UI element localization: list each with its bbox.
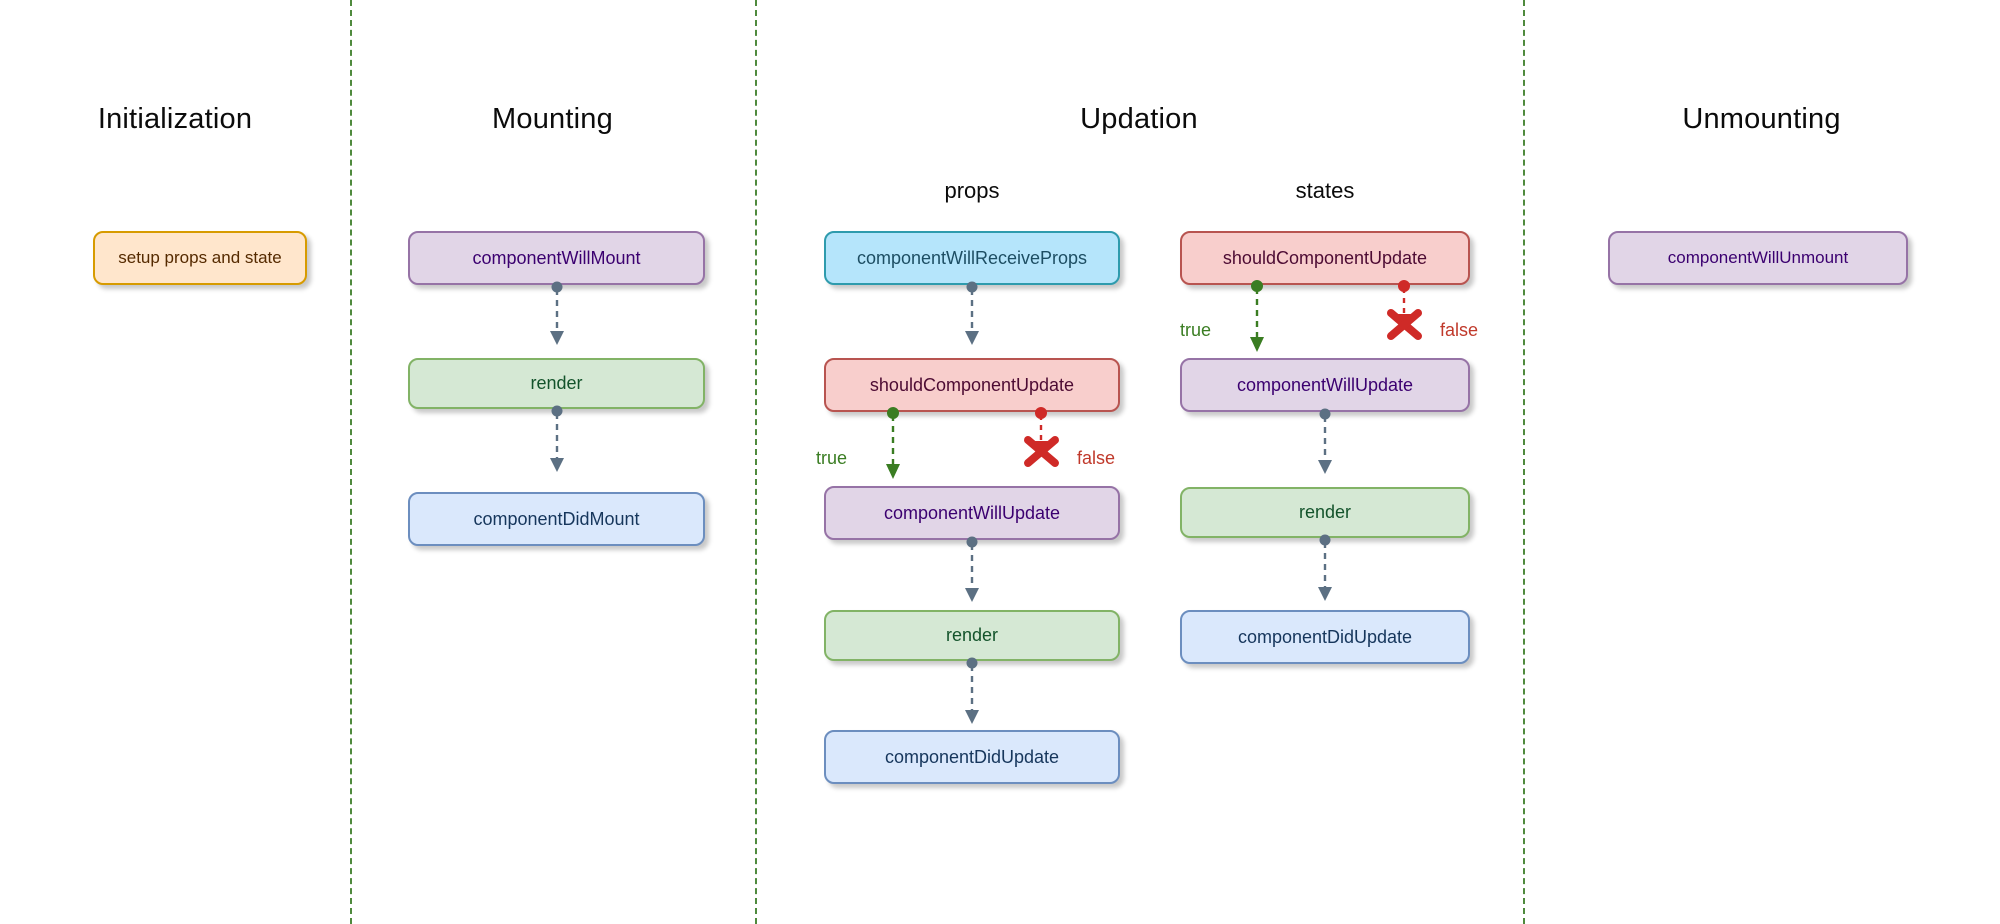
connector-states-true-branch (1240, 280, 1274, 358)
connector-states-will-update-to-render (1304, 408, 1346, 478)
branch-label-props-false: false (1077, 448, 1116, 468)
connector-render-to-did-mount (536, 405, 578, 477)
connector-states-false-branch (1384, 280, 1440, 350)
divider-mounting-updation (755, 0, 757, 924)
divider-initialization-mounting (350, 0, 352, 924)
section-title-unmounting: Unmounting (1682, 103, 1841, 135)
section-title-initialization: Initialization (97, 103, 253, 135)
node-component-will-receive-props[interactable]: componentWillReceiveProps (824, 231, 1120, 285)
node-component-did-mount[interactable]: componentDidMount (408, 492, 705, 546)
section-title-mounting: Mounting (492, 103, 613, 135)
subsection-title-states: states (1295, 178, 1355, 203)
subsection-title-props: props (944, 178, 1000, 203)
divider-updation-unmounting (1523, 0, 1525, 924)
node-component-will-update-states[interactable]: componentWillUpdate (1180, 358, 1470, 412)
node-render-props[interactable]: render (824, 610, 1120, 661)
connector-props-false-branch (1021, 407, 1077, 477)
node-component-will-update-props[interactable]: componentWillUpdate (824, 486, 1120, 540)
node-render-mounting[interactable]: render (408, 358, 705, 409)
connector-will-receive-props-to-should-update (951, 281, 993, 349)
node-setup-props-and-state[interactable]: setup props and state (93, 231, 307, 285)
connector-props-will-update-to-render (951, 536, 993, 606)
node-component-did-update-states[interactable]: componentDidUpdate (1180, 610, 1470, 664)
connector-props-render-to-did-update (951, 657, 993, 729)
node-component-will-mount[interactable]: componentWillMount (408, 231, 705, 285)
node-should-component-update-props[interactable]: shouldComponentUpdate (824, 358, 1120, 412)
node-component-will-unmount[interactable]: componentWillUnmount (1608, 231, 1908, 285)
branch-label-states-true: true (1180, 320, 1212, 340)
node-component-did-update-props[interactable]: componentDidUpdate (824, 730, 1120, 784)
connector-props-true-branch (876, 407, 910, 485)
node-should-component-update-states[interactable]: shouldComponentUpdate (1180, 231, 1470, 285)
branch-label-states-false: false (1440, 320, 1479, 340)
node-render-states[interactable]: render (1180, 487, 1470, 538)
section-title-updation: Updation (1080, 103, 1198, 135)
connector-states-render-to-did-update (1304, 534, 1346, 606)
branch-label-props-true: true (816, 448, 848, 468)
connector-will-mount-to-render (536, 281, 578, 349)
